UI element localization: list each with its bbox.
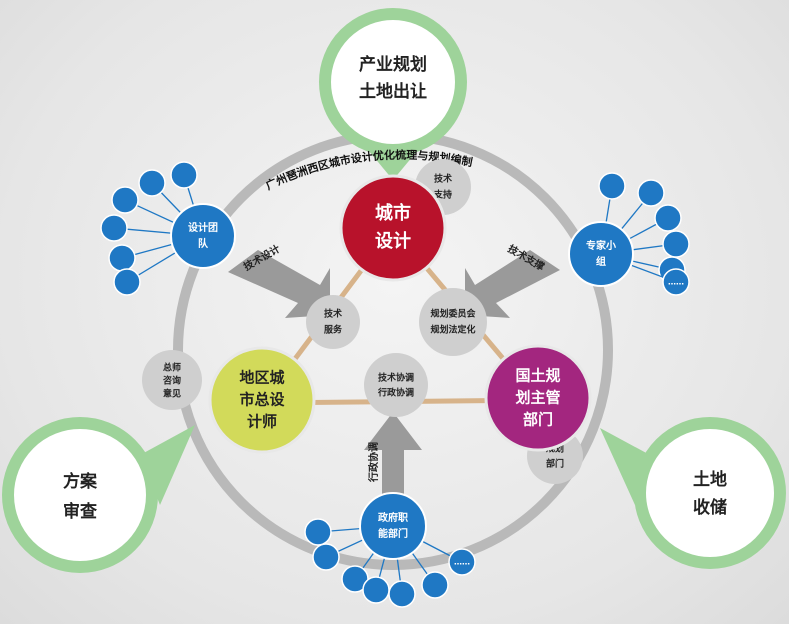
svg-text:国土规: 国土规 [515,367,560,385]
svg-text:技术协调: 技术协调 [378,372,414,384]
design-team-child-node [170,161,198,189]
svg-text:部门: 部门 [523,411,553,429]
outer-node-left: 方案 审查 [2,417,195,573]
gov-departments-child-node [448,548,476,576]
top-node-line-1: 产业规划 [359,54,427,75]
expert-group-child-node [637,179,665,207]
satellite-design-team [100,161,204,296]
svg-text:地区城: 地区城 [239,369,284,387]
expert-group-child-node [662,268,690,296]
design-team-child-node [108,244,136,272]
hub-gov-departments: 政府职 能部门 [359,492,427,560]
ring-label-consult: 总师 咨询 意见 [142,350,202,410]
svg-text:队: 队 [198,237,209,250]
outer-node-top: 产业规划 土地出让 [319,8,467,180]
hub-expert-group: 专家小 组 [568,221,634,287]
gov-departments-child-node [388,580,416,608]
hub-design-team: 设计团 队 [170,203,236,269]
svg-text:咨询: 咨询 [163,375,181,387]
right-node-line-1: 土地 [693,469,727,490]
svg-text:划主管: 划主管 [515,389,560,407]
satellite-expert-group: …… [598,172,690,296]
svg-text:部门: 部门 [546,458,564,470]
svg-text:组: 组 [596,255,606,268]
expert-group-child-node [598,172,626,200]
top-node-line-2: 土地出让 [359,81,427,102]
expert-group-child-node [654,204,682,232]
design-team-child-node [138,169,166,197]
svg-text:规划法定化: 规划法定化 [430,324,475,336]
design-team-child-node [111,186,139,214]
svg-text:支持: 支持 [433,189,452,201]
gov-departments-child-node [421,571,449,599]
inner-label-planning-committee: 规划委员会 规划法定化 [419,288,487,356]
core-node-city-design: 城市 设计 [339,174,447,282]
svg-text:技术: 技术 [324,308,342,320]
svg-text:专家小: 专家小 [586,239,616,252]
svg-text:能部门: 能部门 [378,527,408,540]
svg-text:技术: 技术 [434,173,452,185]
gov-departments-child-label: …… [454,558,470,567]
left-node-line-2: 审查 [63,501,98,522]
svg-text:设计团: 设计团 [188,221,218,234]
svg-text:行政协调: 行政协调 [377,387,414,399]
svg-text:意见: 意见 [163,388,181,400]
arrow-admin-coord-label: 行政协调 [367,442,380,483]
gov-departments-child-node [362,576,390,604]
arrow-admin-coord: 行政协调 [364,412,422,510]
svg-text:设计: 设计 [375,230,411,252]
expert-group-child-node [662,230,690,258]
gov-departments-child-node [304,518,332,546]
svg-text:服务: 服务 [324,324,343,336]
core-node-land-planning: 国土规 划主管 部门 [484,344,592,452]
gov-departments-child-node [312,543,340,571]
core-node-district-designer: 地区城 市总设 计师 [208,346,316,454]
right-node-line-2: 收储 [693,497,727,518]
svg-text:总师: 总师 [163,362,181,374]
svg-text:城市: 城市 [375,202,411,224]
svg-text:计师: 计师 [247,413,277,431]
design-team-child-node [113,268,141,296]
inner-label-tech-coordination: 技术协调 行政协调 [364,353,428,417]
satellite-gov-departments: …… [304,518,476,608]
expert-group-child-label: …… [668,278,684,287]
svg-text:市总设: 市总设 [239,391,284,409]
svg-text:政府职: 政府职 [378,511,408,524]
outer-node-right: 土地 收储 [600,417,786,569]
svg-text:规划委员会: 规划委员会 [430,308,476,320]
inner-label-tech-service: 技术 服务 [306,295,360,349]
left-node-line-1: 方案 [63,471,98,492]
design-team-child-node [100,214,128,242]
